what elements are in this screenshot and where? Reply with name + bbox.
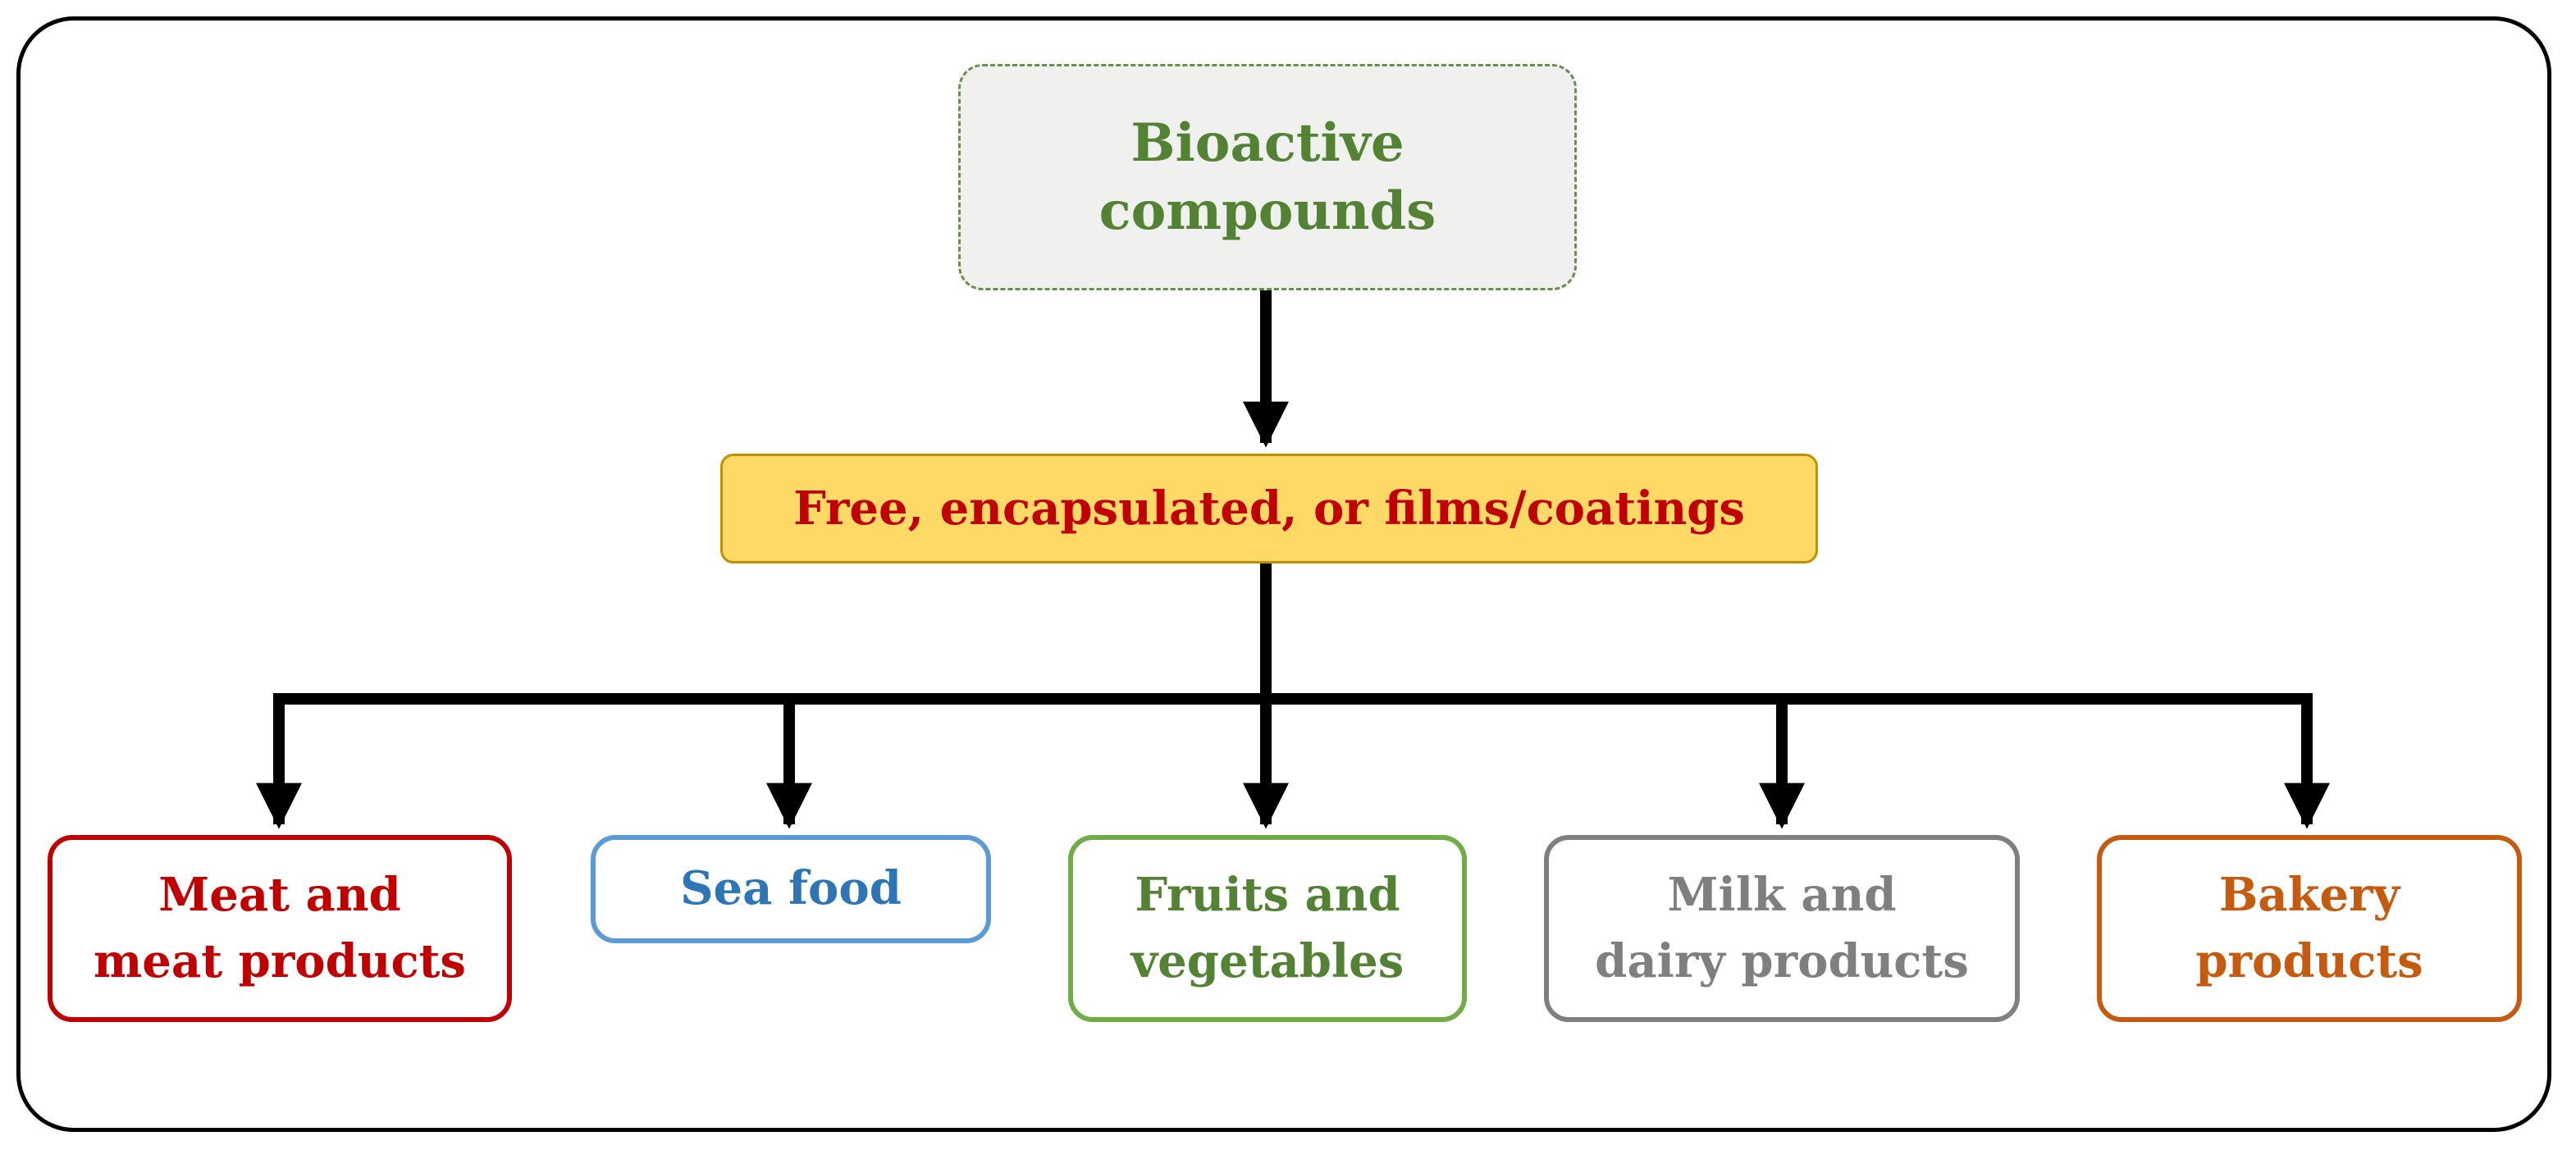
leaf-bakery: Bakery products — [2097, 835, 2522, 1022]
diagram-frame — [16, 16, 2551, 1132]
leaf-meat-line-1: Meat and — [158, 867, 401, 922]
delivery-form-node: Free, encapsulated, or films/coatings — [720, 454, 1818, 564]
leaf-seafood-line-1: Sea food — [680, 861, 902, 916]
delivery-form-label: Free, encapsulated, or films/coatings — [793, 481, 1745, 536]
leaf-fruits-line-1: Fruits and — [1135, 867, 1400, 922]
leaf-milk: Milk and dairy products — [1544, 835, 2020, 1022]
leaf-fruits: Fruits and vegetables — [1068, 835, 1467, 1022]
leaf-bakery-line-2: products — [2195, 934, 2423, 988]
leaf-milk-line-1: Milk and — [1667, 867, 1897, 922]
root-line-1: Bioactive — [1130, 112, 1404, 174]
leaf-fruits-line-2: vegetables — [1130, 934, 1404, 988]
root-node: Bioactive compounds — [958, 64, 1577, 290]
leaf-milk-line-2: dairy products — [1595, 934, 1969, 988]
leaf-seafood: Sea food — [591, 835, 991, 943]
leaf-meat-line-2: meat products — [94, 934, 466, 988]
leaf-meat: Meat and meat products — [48, 835, 512, 1022]
leaf-bakery-line-1: Bakery — [2218, 867, 2400, 922]
root-line-2: compounds — [1098, 180, 1436, 242]
